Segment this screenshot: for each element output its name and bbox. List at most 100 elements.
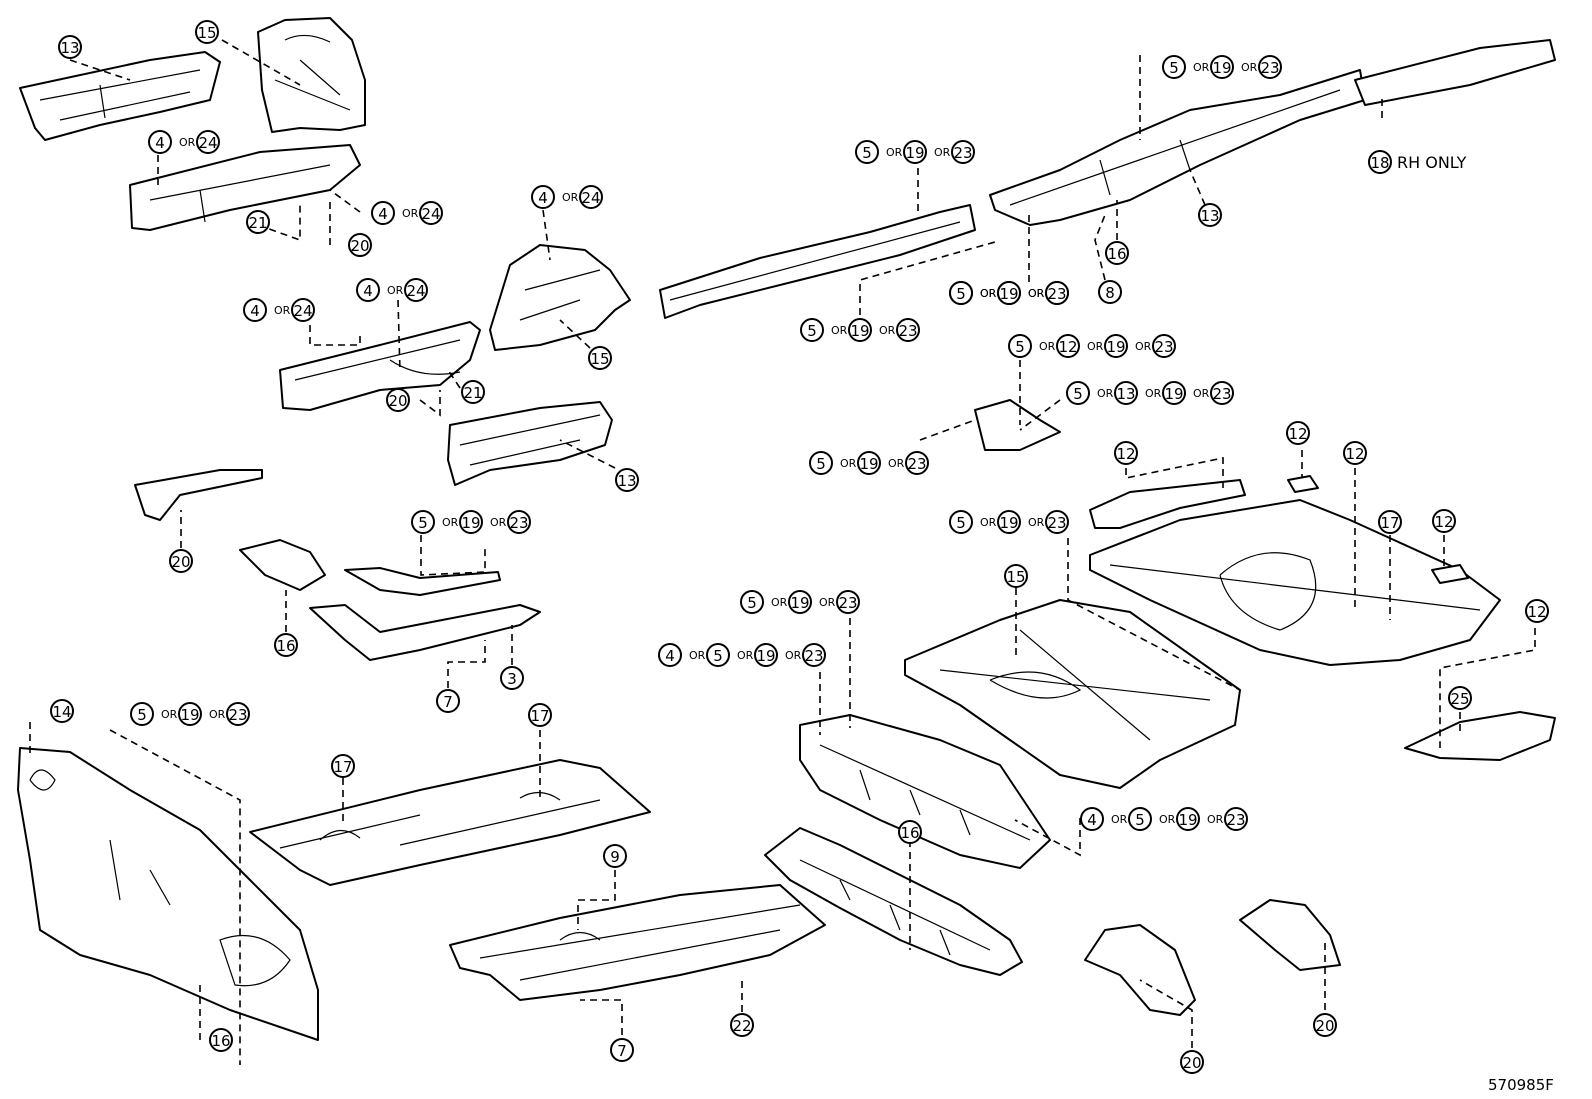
callout-number: 18 bbox=[1370, 154, 1389, 172]
leader-lines bbox=[29, 39, 1536, 1065]
callout-number: 19 bbox=[461, 514, 480, 532]
or-separator: OR bbox=[1039, 340, 1056, 353]
callout-circle bbox=[226, 702, 250, 726]
callout-circle bbox=[419, 201, 443, 225]
callout-number: 25 bbox=[1450, 690, 1469, 708]
bracket-mid-right bbox=[974, 399, 1061, 451]
callout-circle bbox=[459, 510, 483, 534]
or-separator: OR bbox=[934, 146, 951, 159]
callout-number: 23 bbox=[838, 594, 857, 612]
callout-number: 21 bbox=[248, 214, 267, 232]
suspension-tower-middle bbox=[489, 244, 631, 351]
callout-c52: 20 bbox=[1180, 1050, 1204, 1074]
callout-number: 17 bbox=[333, 758, 352, 776]
callout-number: 16 bbox=[211, 1032, 230, 1050]
callout-c25: 22 bbox=[730, 1013, 754, 1037]
callout-c21: 17 bbox=[331, 754, 355, 778]
callout-circle bbox=[855, 140, 879, 164]
callout-circle bbox=[371, 201, 395, 225]
callout-circle bbox=[896, 318, 920, 342]
callout-number: 5 bbox=[956, 285, 966, 303]
or-separator: OR bbox=[1097, 387, 1114, 400]
or-separator: OR bbox=[1028, 287, 1045, 300]
callout-number: 16 bbox=[1107, 245, 1126, 263]
callout-number: 7 bbox=[617, 1042, 627, 1060]
or-separator: OR bbox=[1207, 813, 1224, 826]
callout-circle bbox=[246, 210, 270, 234]
callout-circle bbox=[951, 140, 975, 164]
callout-circle bbox=[1258, 55, 1282, 79]
callout-c24: 9 bbox=[603, 844, 627, 868]
callout-circle bbox=[531, 185, 555, 209]
callout-circle bbox=[588, 346, 612, 370]
rear-bracket-20-b bbox=[1239, 899, 1341, 971]
callout-number: 5 bbox=[747, 594, 757, 612]
callout-circle bbox=[243, 298, 267, 322]
callout-number: 19 bbox=[756, 647, 775, 665]
callout-circle bbox=[1128, 807, 1152, 831]
or-separator: OR bbox=[771, 596, 788, 609]
callout-number: 24 bbox=[198, 134, 217, 152]
callout-number: 8 bbox=[1105, 284, 1115, 302]
callout-c32: 16 bbox=[1105, 241, 1129, 265]
figure-code: 570985F bbox=[1488, 1076, 1554, 1094]
or-separator: OR bbox=[490, 516, 507, 529]
rear-bracket-20-a bbox=[1084, 924, 1196, 1016]
callout-circle bbox=[1180, 1050, 1204, 1074]
sill-reinforcement-lower bbox=[309, 604, 541, 661]
callout-c6: 20 bbox=[348, 233, 372, 257]
callout-circle bbox=[1286, 421, 1310, 445]
callout-circle bbox=[1368, 150, 1392, 174]
dash-panel bbox=[17, 747, 319, 1041]
or-separator: OR bbox=[980, 287, 997, 300]
callout-c22: 17 bbox=[528, 703, 552, 727]
callout-number: 19 bbox=[1106, 338, 1125, 356]
or-separator: OR bbox=[402, 207, 419, 220]
callout-number: 20 bbox=[350, 237, 369, 255]
suspension-tower-top bbox=[257, 17, 366, 133]
rear-floor-side-member bbox=[989, 69, 1366, 226]
callout-circle bbox=[1045, 281, 1069, 305]
callout-number: 13 bbox=[1116, 385, 1135, 403]
callout-circle bbox=[997, 281, 1021, 305]
callout-number: 21 bbox=[463, 384, 482, 402]
callout-circle bbox=[1004, 564, 1028, 588]
callout-c13: 13 bbox=[615, 468, 639, 492]
callout-number: 13 bbox=[617, 472, 636, 490]
callout-c2: 15 bbox=[195, 20, 219, 44]
callout-circle bbox=[857, 451, 881, 475]
callout-number: 5 bbox=[1135, 811, 1145, 829]
callout-circle bbox=[404, 278, 428, 302]
callout-circle bbox=[1080, 807, 1104, 831]
or-separator: OR bbox=[785, 649, 802, 662]
or-separator: OR bbox=[1145, 387, 1162, 400]
callout-c46: 12 bbox=[1525, 599, 1549, 623]
callout-circle bbox=[1162, 55, 1186, 79]
or-separator: OR bbox=[387, 284, 404, 297]
or-separator: OR bbox=[1135, 340, 1152, 353]
callout-number: 15 bbox=[1006, 568, 1025, 586]
or-separator: OR bbox=[1159, 813, 1176, 826]
callout-number: 23 bbox=[1154, 338, 1173, 356]
callout-number: 4 bbox=[363, 282, 373, 300]
callout-number: 19 bbox=[859, 455, 878, 473]
callout-circle bbox=[706, 643, 730, 667]
callout-number: 24 bbox=[293, 302, 312, 320]
callout-circle bbox=[58, 35, 82, 59]
callout-c33: 8 bbox=[1098, 280, 1122, 304]
callout-circle bbox=[195, 20, 219, 44]
callout-circle bbox=[1162, 381, 1186, 405]
callout-c11: 20 bbox=[386, 388, 410, 412]
callout-number: 12 bbox=[1058, 338, 1077, 356]
callout-number: 9 bbox=[610, 848, 620, 866]
callout-circle bbox=[1152, 334, 1176, 358]
or-separator: OR bbox=[840, 457, 857, 470]
or-separator: OR bbox=[737, 649, 754, 662]
callout-c31: 13 bbox=[1198, 203, 1222, 227]
callout-circle bbox=[130, 702, 154, 726]
callout-number: 12 bbox=[1116, 445, 1135, 463]
